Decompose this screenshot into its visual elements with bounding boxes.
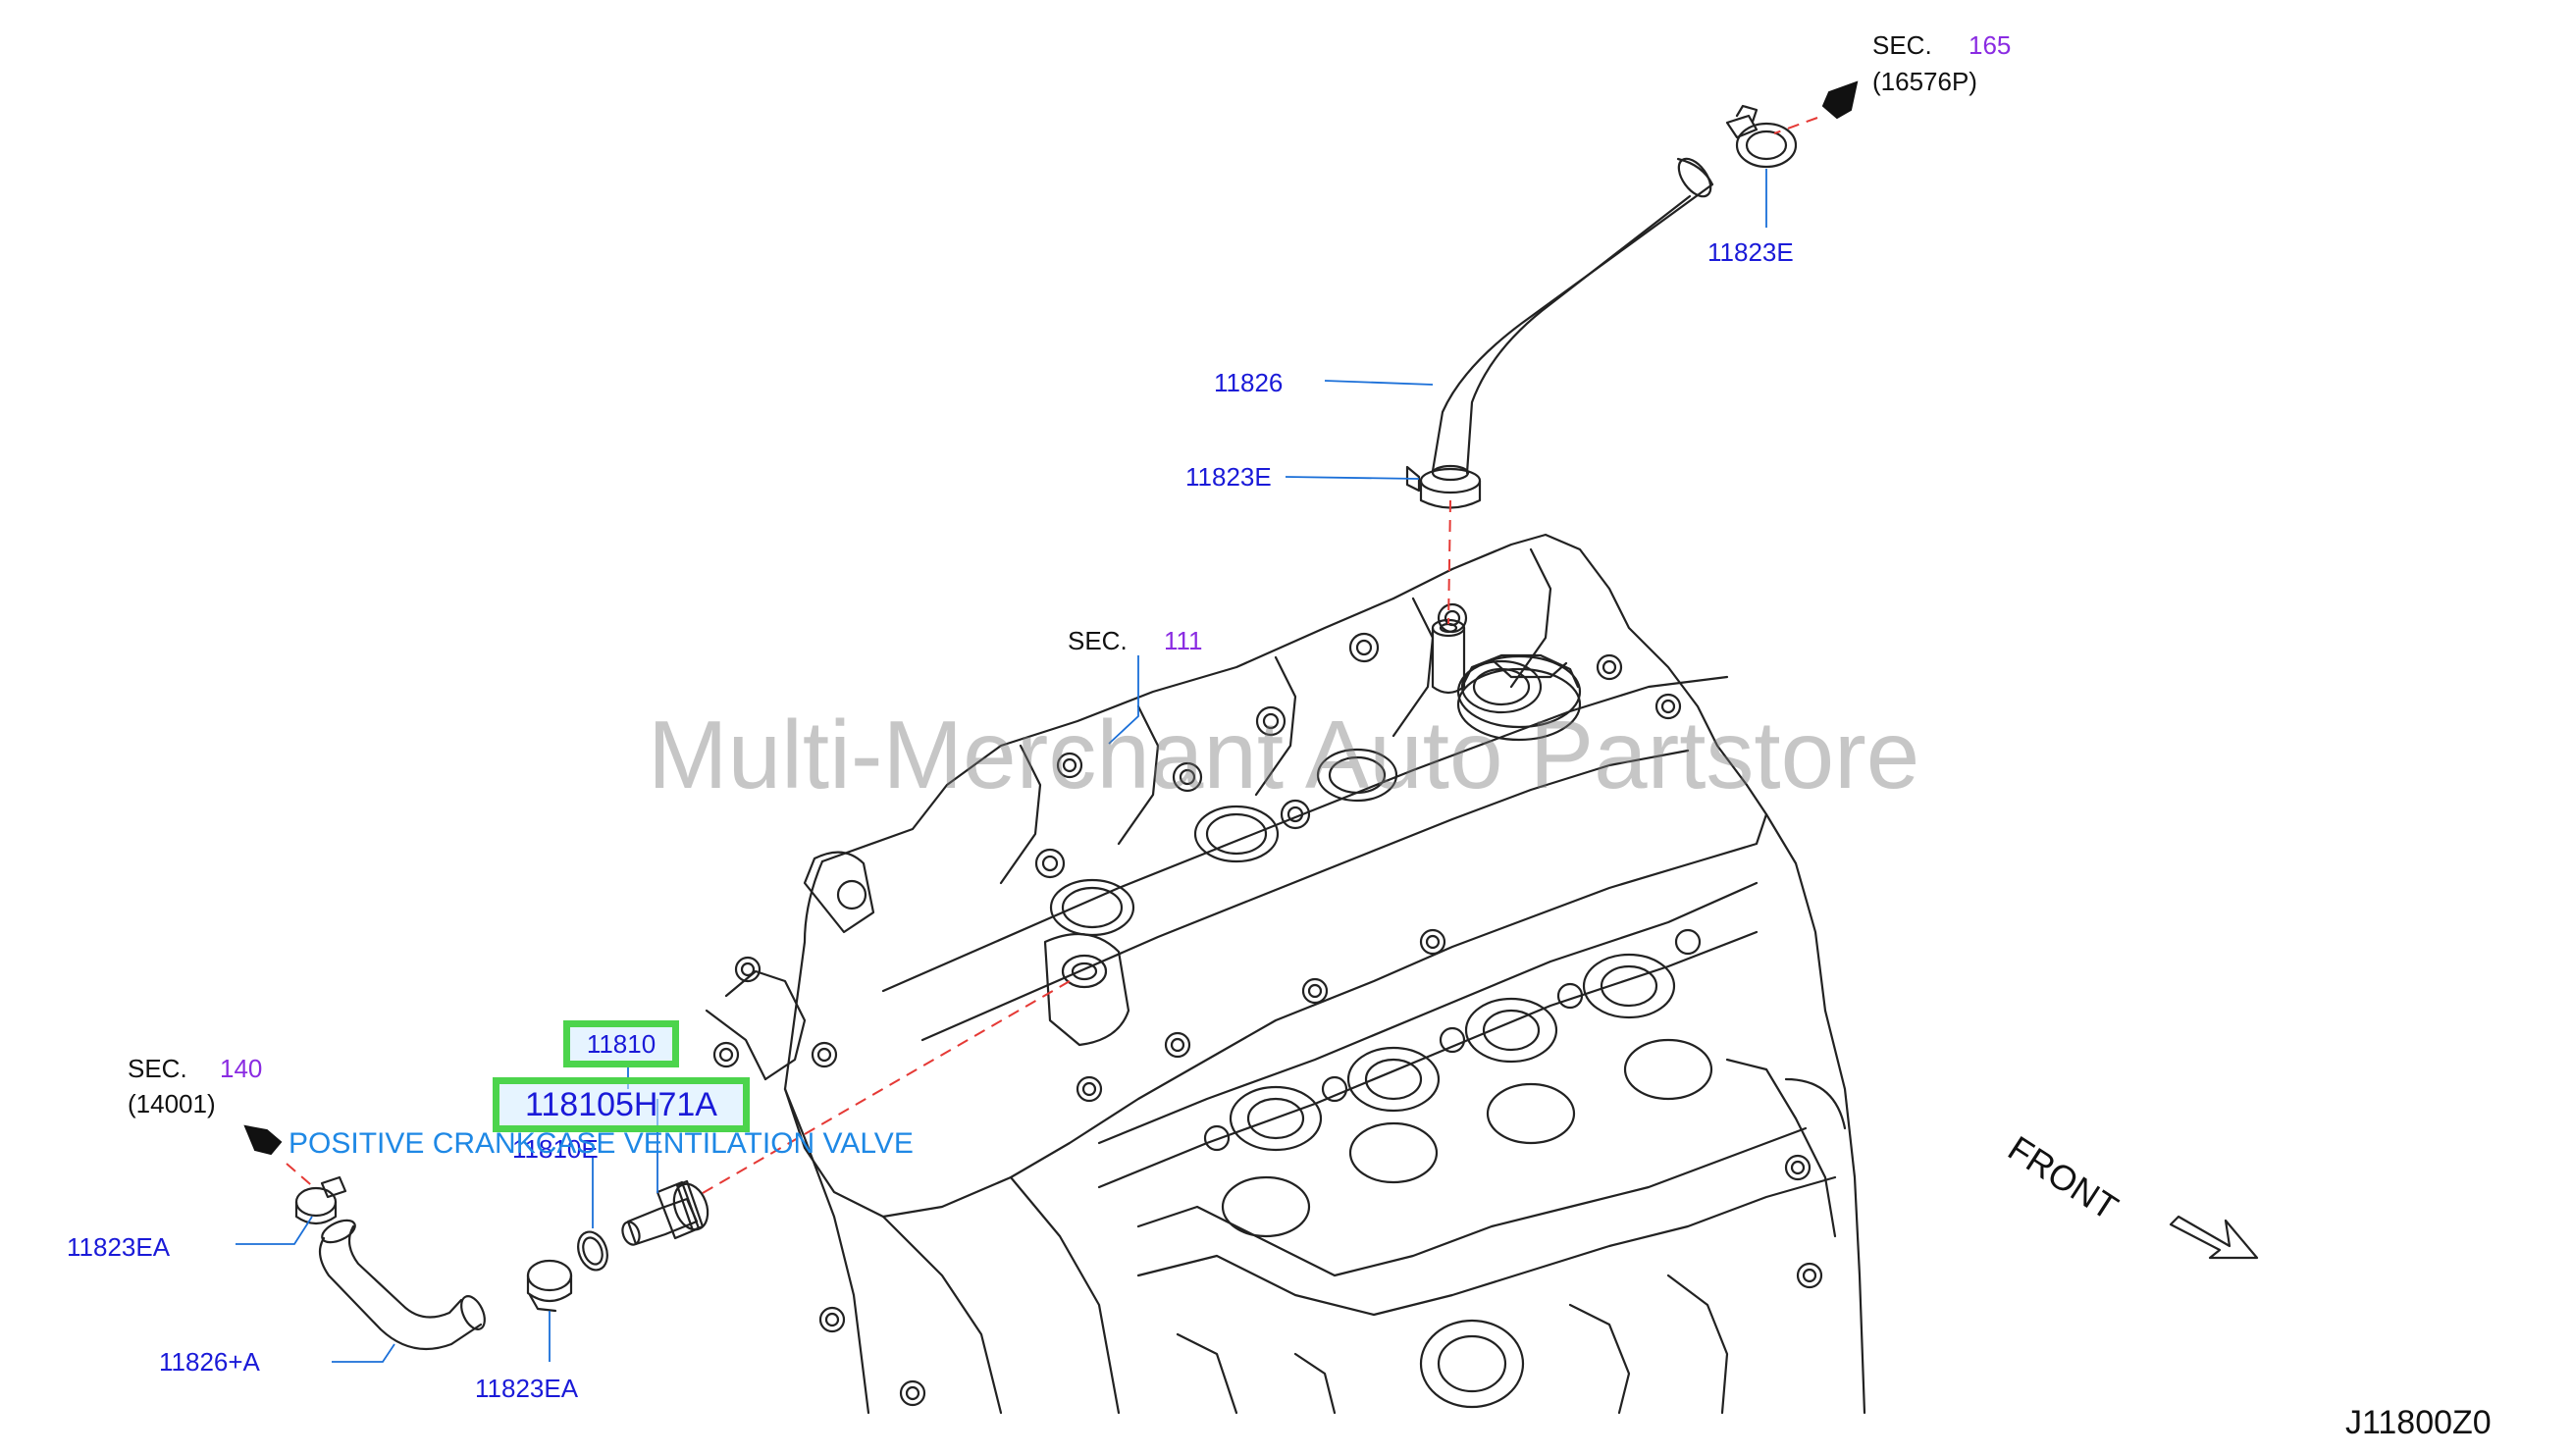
callout-11810E[interactable]: 11810E (512, 1134, 599, 1164)
guide-line-pcv (702, 980, 1071, 1194)
diagram-code: J11800Z0 (2345, 1404, 2492, 1441)
callout-11823E-mid[interactable]: 11823E (1185, 462, 1272, 492)
callout-11823EA-right[interactable]: 11823EA (475, 1374, 579, 1403)
highlight-box-11810[interactable]: 11810 (563, 1020, 679, 1067)
highlight-part-number: 118105H71A (525, 1086, 717, 1123)
sec165-label: SEC. (1872, 30, 1932, 60)
leader-11826A (332, 1343, 395, 1363)
sec165-subpart: (16576P) (1872, 67, 1977, 96)
front-arrow (2169, 1215, 2259, 1260)
pcv-valve (621, 1179, 709, 1246)
cylinder-head (1097, 812, 1827, 1238)
rocker-cover (783, 533, 1768, 1219)
oil-filler-cap (1456, 653, 1582, 742)
callout-11823E-top[interactable]: 11823E (1707, 237, 1794, 267)
sec165-direction-arrow (1821, 80, 1859, 120)
watermark: Multi-Merchant Auto Partstore (648, 701, 1920, 808)
pcv-o-ring (577, 1230, 608, 1272)
leader-sec111 (1108, 655, 1139, 745)
callout-11826[interactable]: 11826 (1214, 368, 1284, 397)
guide-line-upper-clamp (1447, 499, 1451, 625)
highlight-box-part-number[interactable]: 118105H71A (493, 1077, 750, 1132)
engine-block (783, 1009, 1866, 1415)
guide-line-lower-clamp (286, 1163, 317, 1190)
sec111-number[interactable]: 111 (1164, 626, 1203, 655)
sec140-subpart: (14001) (128, 1089, 216, 1118)
callout-11823EA-left[interactable]: 11823EA (67, 1232, 171, 1262)
callout-11826A[interactable]: 11826+A (159, 1347, 260, 1377)
sec140-direction-arrow (243, 1124, 283, 1156)
leader-11823E-mid (1285, 476, 1420, 480)
highlight-part-label: 11810 (586, 1029, 656, 1059)
leader-11823EA-left (236, 1216, 313, 1245)
leader-11826 (1324, 380, 1434, 386)
pcv-boss (705, 851, 1130, 1081)
sec165-number[interactable]: 165 (1969, 30, 2012, 60)
guide-line-sec165 (1773, 117, 1818, 134)
upper-hose-clamp (1725, 104, 1798, 169)
sec140-number[interactable]: 140 (220, 1054, 263, 1083)
upper-breather-hose (1431, 157, 1714, 482)
part-description: POSITIVE CRANKCASE VENTILATION VALVE (289, 1127, 914, 1160)
lower-hose-clamp-left (294, 1175, 347, 1225)
sec140-label: SEC. (128, 1054, 187, 1083)
lower-breather-hose (318, 1219, 486, 1351)
lower-hose-clamp-right (526, 1259, 573, 1313)
sec111-label: SEC. (1068, 626, 1128, 655)
